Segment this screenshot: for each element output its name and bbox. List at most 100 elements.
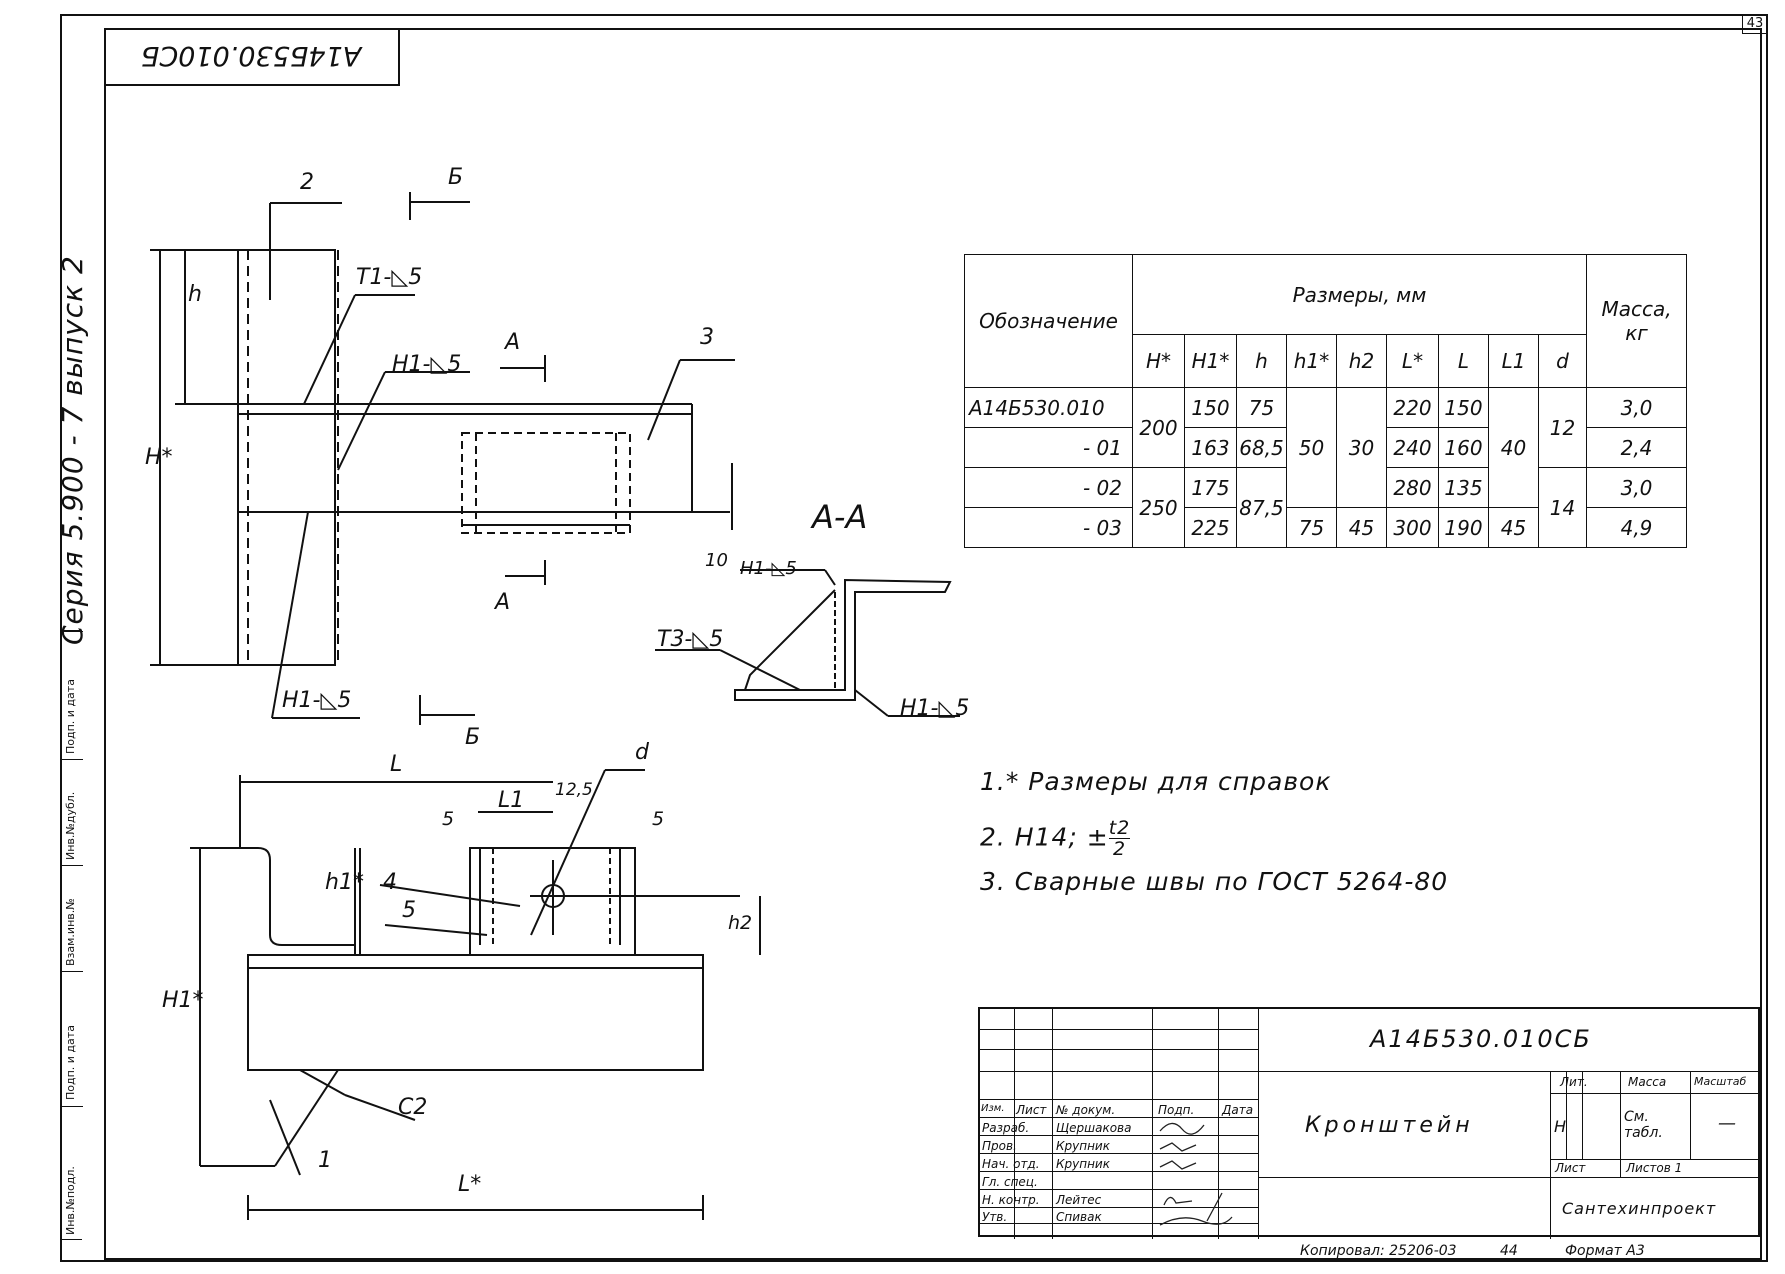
cell: 30 (1336, 387, 1387, 508)
cell: 50 (1286, 387, 1337, 508)
chamfer-c2-label: С2 (398, 1095, 428, 1120)
column-header: H* (1132, 334, 1185, 388)
cell: 240 (1386, 427, 1439, 468)
column-header: H1* (1184, 334, 1237, 388)
cell: 225 (1184, 507, 1237, 548)
position-5-label: 5 (402, 898, 416, 923)
sheet-label: Лист (1555, 1161, 1586, 1175)
position-2-label: 2 (300, 170, 314, 195)
cell: 150 (1438, 387, 1489, 428)
dimension-d-label: d (635, 740, 649, 765)
dimension-H-label: H* (145, 445, 173, 470)
scale-label: Масштаб (1694, 1075, 1747, 1088)
cell: 160 (1438, 427, 1489, 468)
lit-label: Лит. (1560, 1075, 1588, 1089)
dimension-H1-label: H1* (162, 988, 204, 1013)
doc-code: А14Б530.010СБ (1370, 1025, 1592, 1053)
weld-t1-label: Т1-◺5 (356, 265, 423, 290)
column-header: h (1236, 334, 1287, 388)
scale-value: — (1718, 1113, 1736, 1134)
cell: 3,0 (1586, 387, 1687, 428)
dimensions-table: Обозначение Размеры, мм Масса, кг H* H1*… (964, 254, 1687, 548)
title-block: Изм. Лист № докум. Подп. Дата Разраб. Пр… (978, 1007, 1762, 1239)
organization: Сантехинпроект (1562, 1199, 1717, 1218)
cell: 45 (1336, 507, 1387, 548)
position-1-label: 1 (318, 1148, 332, 1173)
column-header: L (1438, 334, 1489, 388)
role-label: Утв. (982, 1210, 1008, 1224)
table-row: А14Б530.010 200 150 75 50 30 220 150 40 … (964, 387, 1687, 508)
cell: 75 (1236, 387, 1287, 428)
plate-outline (237, 249, 336, 666)
section-aa-title: А-А (812, 498, 868, 536)
mass-label: Масса (1628, 1075, 1667, 1089)
dimension-10-label: 10 (705, 550, 728, 571)
dimension-5-label: 5 (652, 808, 665, 830)
column-header: L1 (1488, 334, 1539, 388)
col-izm: Изм. (981, 1103, 1005, 1114)
side-stamp-strip: Подп. и дата Инв.№дубл. Взам.инв.№ Подп.… (60, 630, 83, 1240)
dimension-5-label: 5 (442, 808, 455, 830)
cell: - 01 (964, 427, 1133, 468)
person-name: Крупник (1056, 1139, 1110, 1153)
column-header: d (1538, 334, 1587, 388)
cell: 4,9 (1586, 507, 1687, 548)
header-sizes: Размеры, мм (1132, 254, 1587, 335)
position-3-label: 3 (700, 325, 714, 350)
section-angle (734, 578, 952, 701)
cell: 68,5 (1236, 427, 1287, 468)
cell: 250 (1132, 467, 1185, 548)
cell: 163 (1184, 427, 1237, 468)
footer-number: 44 (1500, 1243, 1518, 1259)
note-2-text: 2. H14; ± (980, 822, 1109, 852)
cell: 40 (1488, 387, 1539, 508)
col-doc: № докум. (1056, 1103, 1116, 1117)
section-a-bottom-label: А (495, 590, 511, 615)
note-1: 1.* Размеры для справок (980, 767, 1332, 796)
position-4-label: 4 (383, 870, 397, 895)
fraction-denominator: 2 (1112, 838, 1127, 860)
weld-h1-label: Н1-◺5 (740, 558, 797, 579)
person-name: Щершакова (1056, 1121, 1132, 1135)
cell: 200 (1132, 387, 1185, 468)
cell: - 03 (964, 507, 1133, 548)
dimension-h-label: h (188, 282, 202, 307)
note-3: 3. Сварные швы по ГОСТ 5264-80 (980, 867, 1449, 896)
side-cell: Подп. и дата (61, 971, 83, 1106)
rotated-code-box: А14Б530.010СБ (104, 28, 400, 86)
drawing-frame (104, 28, 1762, 1260)
cell: 12 (1538, 387, 1587, 468)
cell: 87,5 (1236, 467, 1287, 548)
dimension-h2-label: h2 (728, 912, 753, 934)
footer-copied: Копировал: 25206-03 (1300, 1243, 1457, 1259)
person-name: Лейтес (1056, 1193, 1102, 1207)
lit-value: Н (1554, 1117, 1567, 1136)
header-mass: Масса, кг (1586, 254, 1687, 388)
weld-h1-label: Н1-◺5 (392, 352, 462, 377)
cell: 75 (1286, 507, 1337, 548)
cell: 150 (1184, 387, 1237, 428)
person-name: Крупник (1056, 1157, 1110, 1171)
dimension-L-label: L (390, 752, 403, 777)
fraction-numerator: t2 (1108, 817, 1131, 839)
cell: 2,4 (1586, 427, 1687, 468)
section-b-bottom-label: Б (465, 725, 481, 750)
dimension-L1-label: L1 (498, 788, 525, 813)
column-header: h2 (1336, 334, 1387, 388)
footer-format: Формат А3 (1565, 1243, 1645, 1259)
role-label: Пров. (982, 1139, 1017, 1153)
dimension-h1-label: h1* (325, 870, 364, 895)
cell: 45 (1488, 507, 1539, 548)
signatures (1159, 1122, 1233, 1226)
role-label: Нач. отд. (982, 1157, 1040, 1171)
cell: 135 (1438, 467, 1489, 508)
section-b-top-label: Б (448, 165, 464, 190)
role-label: Гл. спец. (982, 1175, 1038, 1189)
doc-name: Кронштейн (1305, 1113, 1474, 1138)
role-label: Н. контр. (982, 1193, 1040, 1207)
dimension-Lstar-label: L* (458, 1172, 482, 1197)
cell: А14Б530.010 (964, 387, 1133, 428)
dimension-125-label: 12,5 (555, 780, 593, 800)
